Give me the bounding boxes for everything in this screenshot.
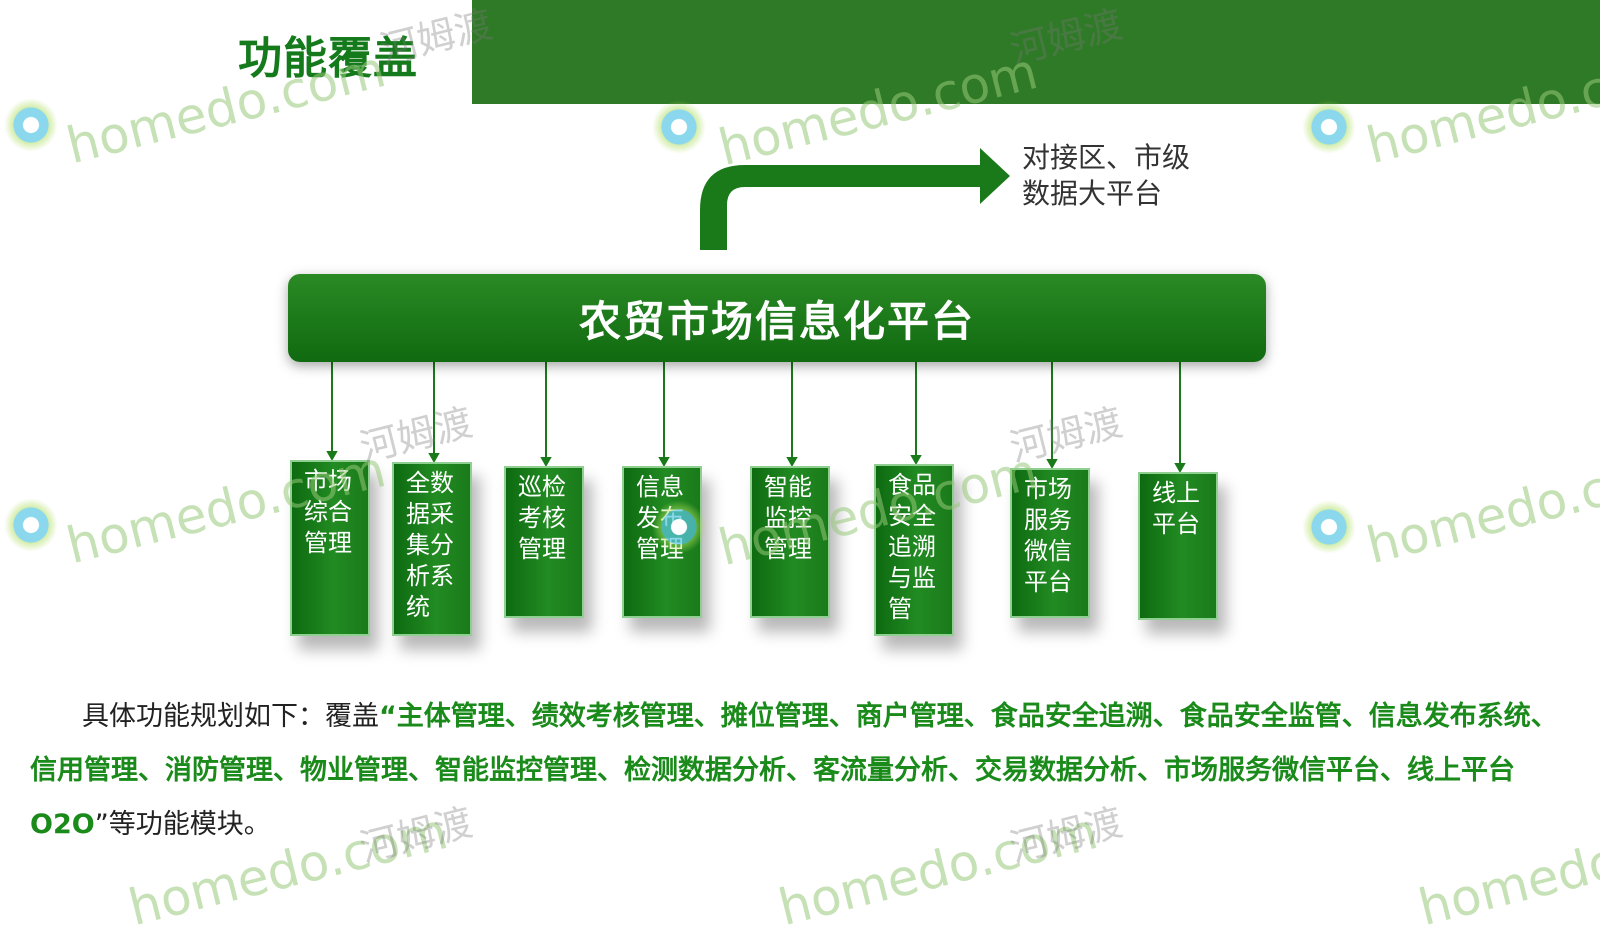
header-bar <box>472 0 1600 104</box>
module-data-analysis: 全数 据采 集分 析系 统 <box>392 462 472 636</box>
module-label: 食品 安全 追溯 与监 管 <box>888 471 936 623</box>
description-intro: 具体功能规划如下：覆盖 <box>82 701 379 732</box>
drop-arrowhead <box>428 453 440 464</box>
page-title: 功能覆盖 <box>238 33 418 84</box>
watermark-logo-icon <box>1302 500 1356 554</box>
module-label: 市场 综合 管理 <box>304 467 352 557</box>
description: 具体功能规划如下：覆盖“主体管理、绩效考核管理、摊位管理、商户管理、食品安全追溯… <box>30 690 1570 852</box>
drop-arrowhead <box>658 457 670 468</box>
module-label: 智能 监控 管理 <box>764 473 812 563</box>
module-market-management: 市场 综合 管理 <box>290 460 370 636</box>
watermark-logo-icon <box>4 98 58 152</box>
module-label: 市场 服务 微信 平台 <box>1024 475 1072 596</box>
drop-arrowhead <box>1046 459 1058 470</box>
watermark-logo-icon <box>4 498 58 552</box>
quote-close: ” <box>94 809 109 840</box>
drop-arrowhead <box>1174 463 1186 474</box>
connector-label-line2: 数据大平台 <box>1022 177 1163 210</box>
module-label: 巡检 考核 管理 <box>518 473 566 563</box>
module-label: 全数 据采 集分 析系 统 <box>406 469 454 621</box>
platform-label: 农贸市场信息化平台 <box>578 296 975 346</box>
watermark-logo-icon <box>1302 100 1356 154</box>
connector-label-line1: 对接区、市级 <box>1022 141 1191 174</box>
export-arrow <box>700 148 1010 250</box>
drop-arrowhead <box>910 455 922 466</box>
drop-arrowhead <box>540 457 552 468</box>
platform-bar: 农贸市场信息化平台 <box>288 274 1266 362</box>
watermark-logo-icon <box>652 100 706 154</box>
description-highlight: 主体管理、绩效考核管理、摊位管理、商户管理、食品安全追溯、食品安全监管、信息发布… <box>30 701 1558 840</box>
module-wechat-platform: 市场 服务 微信 平台 <box>1010 468 1090 618</box>
module-food-safety: 食品 安全 追溯 与监 管 <box>874 464 954 636</box>
drop-arrowhead <box>786 457 798 468</box>
connector-lines <box>326 148 1186 474</box>
module-smart-monitoring: 智能 监控 管理 <box>750 466 830 618</box>
description-outro: 等功能模块。 <box>108 809 271 840</box>
connector-label: 对接区、市级 数据大平台 <box>1022 140 1190 212</box>
module-online-platform: 线上 平台 <box>1138 472 1218 620</box>
module-inspection: 巡检 考核 管理 <box>504 466 584 618</box>
drop-arrowhead <box>326 451 338 462</box>
quote-open: “ <box>379 701 397 732</box>
watermark-logo-icon <box>652 500 706 554</box>
module-label: 线上 平台 <box>1152 479 1200 538</box>
